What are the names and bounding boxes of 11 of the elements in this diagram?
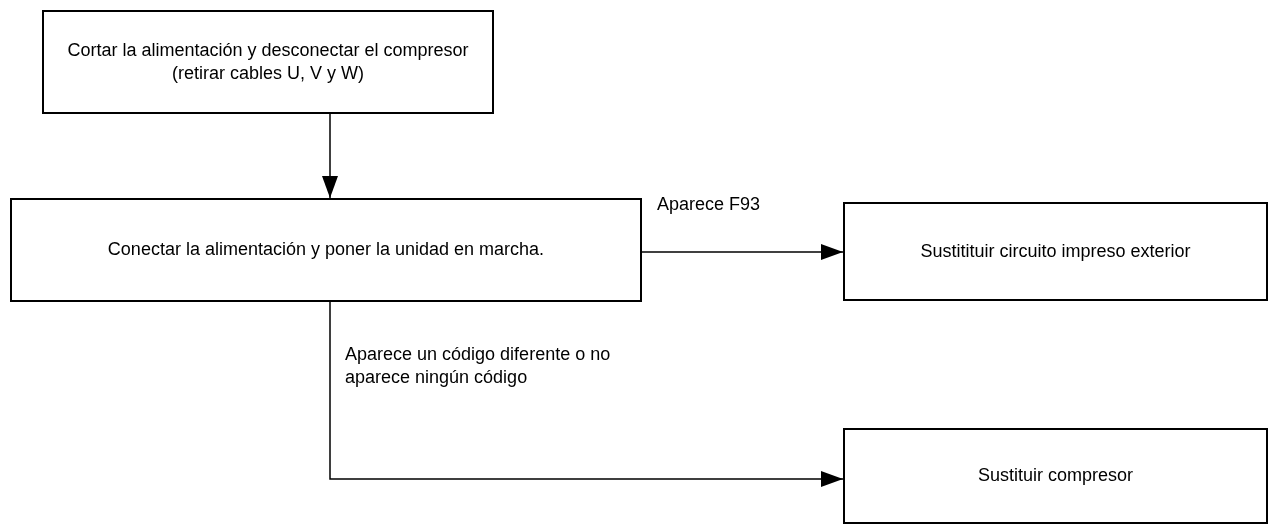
box-text: Conectar la alimentación y poner la unidad en marcha. bbox=[107, 238, 545, 262]
box-text: Sustituir compresor bbox=[977, 464, 1134, 488]
process-box bbox=[42, 10, 494, 114]
process-box bbox=[843, 428, 1268, 524]
arrow bbox=[641, 244, 844, 260]
process-box bbox=[843, 202, 1268, 301]
arrow bbox=[322, 113, 338, 199]
box-text: Cortar la alimentación y desconectar el compresor (retirar cables U, V y W) bbox=[66, 38, 470, 85]
arrow bbox=[329, 301, 844, 487]
box-text: Sustitituir circuito impreso exterior bbox=[920, 239, 1191, 263]
process-box bbox=[10, 198, 642, 302]
